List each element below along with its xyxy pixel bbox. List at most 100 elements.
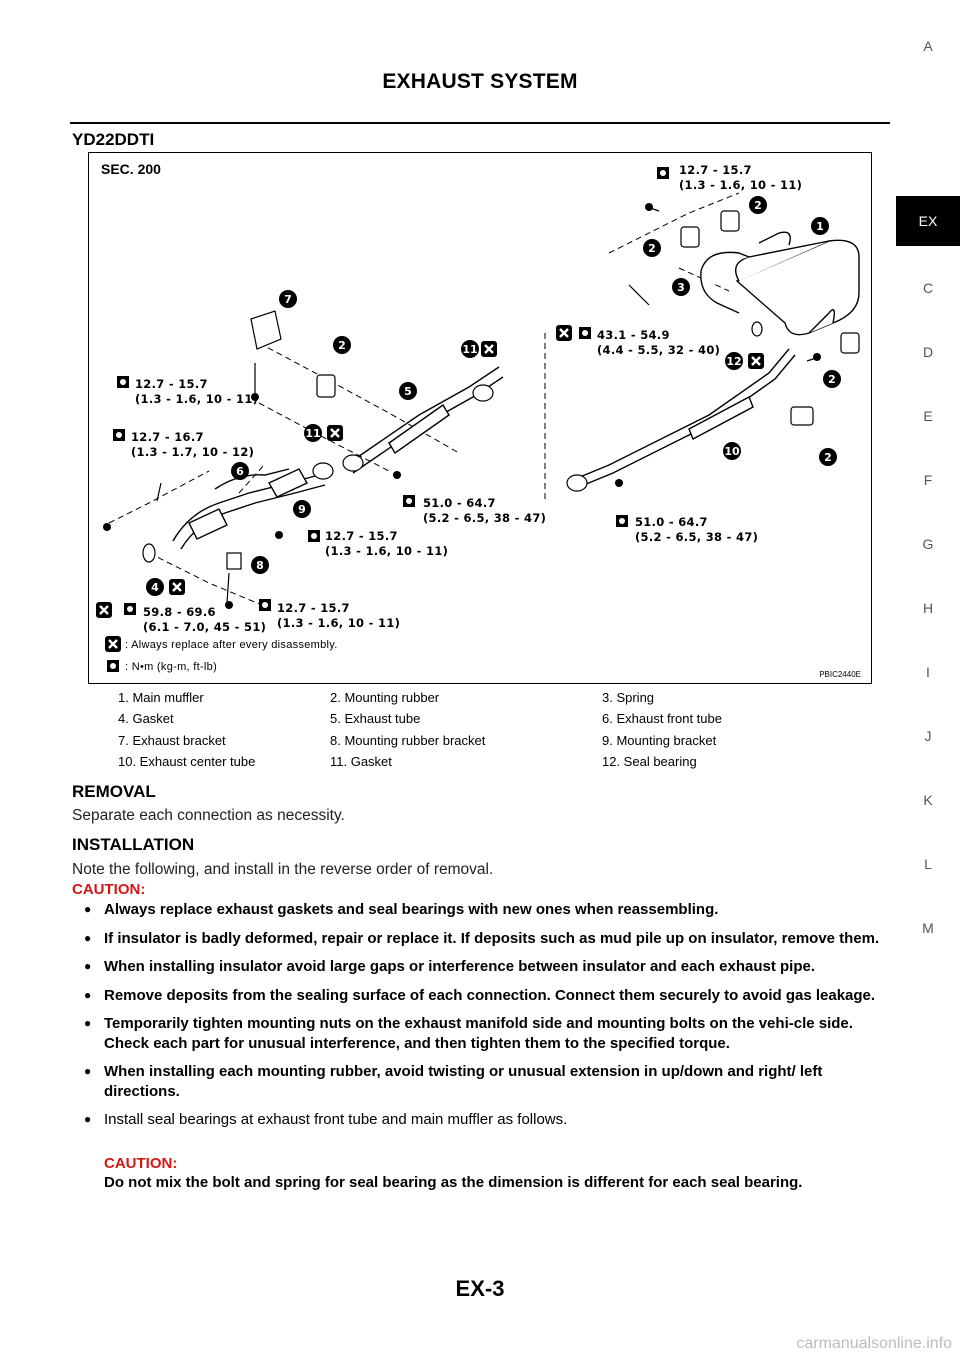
svg-text:10: 10 xyxy=(724,445,740,458)
svg-text:2: 2 xyxy=(648,242,656,255)
torque-wrench-icon xyxy=(579,327,591,339)
caution-item: ●Install seal bearings at exhaust front … xyxy=(84,1111,568,1128)
side-tab-d[interactable]: D xyxy=(922,344,934,360)
part-item: 10. Exhaust center tube xyxy=(118,754,256,769)
torque-wrench-icon xyxy=(308,530,320,542)
side-tab-c[interactable]: C xyxy=(922,280,934,296)
callout-11b: 11 xyxy=(304,424,322,442)
side-tab-f[interactable]: F xyxy=(923,472,933,488)
section-number: SEC. 200 xyxy=(101,161,161,177)
torque-spec: 12.7 - 15.7(1.3 - 1.6, 10 - 11) xyxy=(277,601,401,630)
caution-item: ●If insulator is badly deformed, repair … xyxy=(84,929,880,947)
exhaust-diagram: 1 2 2 2 2 2 3 4 5 6 7 8 9 10 11 11 12 xyxy=(88,152,872,684)
side-tab-h[interactable]: H xyxy=(922,600,934,616)
exhaust-illustration: 1 2 2 2 2 2 3 4 5 6 7 8 9 10 11 11 12 xyxy=(94,167,860,672)
svg-text:2: 2 xyxy=(828,373,836,386)
part-item: 8. Mounting rubber bracket xyxy=(330,733,486,748)
part-item: 4. Gasket xyxy=(118,711,174,726)
torque-spec: 12.7 - 15.7(1.3 - 1.6, 10 - 11) xyxy=(325,529,449,558)
installation-heading: INSTALLATION xyxy=(72,835,195,854)
side-tab-i[interactable]: I xyxy=(926,664,930,680)
legend-replace: : Always replace after every disassembly… xyxy=(125,639,338,651)
svg-text:7: 7 xyxy=(284,293,292,306)
torque-spec: 12.7 - 15.7(1.3 - 1.6, 10 - 11) xyxy=(135,377,259,406)
callout-12: 12 xyxy=(725,352,743,370)
torque-wrench-icon xyxy=(107,660,119,672)
svg-text:1: 1 xyxy=(816,220,824,233)
part-item: 7. Exhaust bracket xyxy=(118,733,226,748)
illustration-code: PBIC2440E xyxy=(819,670,861,679)
callout-5: 5 xyxy=(399,382,417,400)
part-item: 3. Spring xyxy=(602,690,655,705)
side-tab-m[interactable]: M xyxy=(922,920,934,936)
callout-2d: 2 xyxy=(823,370,841,388)
torque-spec: 43.1 - 54.9(4.4 - 5.5, 32 - 40) xyxy=(597,328,721,357)
torque-wrench-icon xyxy=(117,376,129,388)
caution-list: ●Always replace exhaust gaskets and seal… xyxy=(72,900,892,1139)
torque-wrench-icon xyxy=(403,495,415,507)
svg-text:6: 6 xyxy=(236,465,244,478)
replace-icon xyxy=(94,600,114,620)
caution-item: ●When installing each mounting rubber, a… xyxy=(84,1063,823,1100)
part-item: 11. Gasket xyxy=(330,754,392,769)
sub-caution-text: Do not mix the bolt and spring for seal … xyxy=(104,1174,803,1191)
side-tab-j[interactable]: J xyxy=(924,728,932,744)
caution-item: ●Always replace exhaust gaskets and seal… xyxy=(84,901,719,918)
svg-text:8: 8 xyxy=(256,559,264,572)
callout-7: 7 xyxy=(279,290,297,308)
svg-text:2: 2 xyxy=(754,199,762,212)
svg-text:11: 11 xyxy=(462,343,477,356)
title-rule xyxy=(70,122,890,124)
caution-label: CAUTION: xyxy=(72,881,146,898)
torque-spec: 59.8 - 69.6(6.1 - 7.0, 45 - 51) xyxy=(143,605,267,634)
svg-text:9: 9 xyxy=(298,503,306,516)
part-item: 5. Exhaust tube xyxy=(330,711,421,726)
torque-wrench-icon xyxy=(124,603,136,615)
side-tab-ex[interactable]: EX xyxy=(896,196,960,246)
side-tab-g[interactable]: G xyxy=(922,536,934,552)
page-number: EX-3 xyxy=(455,1276,505,1301)
torque-wrench-icon xyxy=(616,515,628,527)
svg-text:2: 2 xyxy=(824,451,832,464)
replace-icon xyxy=(325,423,345,443)
svg-text:4: 4 xyxy=(151,581,159,594)
torque-wrench-icon xyxy=(657,167,669,179)
side-tab-l[interactable]: L xyxy=(924,856,932,872)
part-item: 9. Mounting bracket xyxy=(602,733,717,748)
svg-text:11: 11 xyxy=(305,427,320,440)
torque-spec: 51.0 - 64.7(5.2 - 6.5, 38 - 47) xyxy=(635,515,759,544)
part-item: 12. Seal bearing xyxy=(602,754,697,769)
callout-2c: 2 xyxy=(333,336,351,354)
callout-2: 2 xyxy=(749,196,767,214)
replace-icon xyxy=(103,634,123,654)
sub-caution: CAUTION: Do not mix the bolt and spring … xyxy=(104,1154,894,1192)
torque-wrench-icon xyxy=(113,429,125,441)
installation-text: Note the following, and install in the r… xyxy=(72,861,494,878)
callout-11: 11 xyxy=(461,340,479,358)
svg-text:3: 3 xyxy=(677,281,685,294)
torque-spec: 12.7 - 16.7(1.3 - 1.7, 10 - 12) xyxy=(131,430,255,459)
svg-text:5: 5 xyxy=(404,385,412,398)
callout-2b: 2 xyxy=(643,239,661,257)
callout-3: 3 xyxy=(672,278,690,296)
torque-spec: 12.7 - 15.7(1.3 - 1.6, 10 - 11) xyxy=(679,163,803,192)
part-item: 1. Main muffler xyxy=(118,690,204,705)
replace-icon xyxy=(746,351,766,371)
callout-4: 4 xyxy=(146,578,164,596)
svg-text:12: 12 xyxy=(726,355,741,368)
page-title: EXHAUST SYSTEM xyxy=(382,70,578,93)
legend-torque-unit: : N•m (kg-m, ft-lb) xyxy=(125,661,218,673)
caution-item: ●When installing insulator avoid large g… xyxy=(84,958,815,975)
removal-heading: REMOVAL xyxy=(72,782,156,801)
side-tab-a[interactable]: A xyxy=(923,38,933,54)
callout-2e: 2 xyxy=(819,448,837,466)
part-item: 2. Mounting rubber xyxy=(330,690,440,705)
section-title: YD22DDTI xyxy=(72,130,155,149)
torque-spec: 51.0 - 64.7(5.2 - 6.5, 38 - 47) xyxy=(423,496,547,525)
callout-8: 8 xyxy=(251,556,269,574)
removal-text: Separate each connection as necessity. xyxy=(72,807,345,824)
side-tab-k[interactable]: K xyxy=(923,792,933,808)
callout-6: 6 xyxy=(231,462,249,480)
side-tab-e[interactable]: E xyxy=(923,408,933,424)
callout-10: 10 xyxy=(723,442,741,460)
